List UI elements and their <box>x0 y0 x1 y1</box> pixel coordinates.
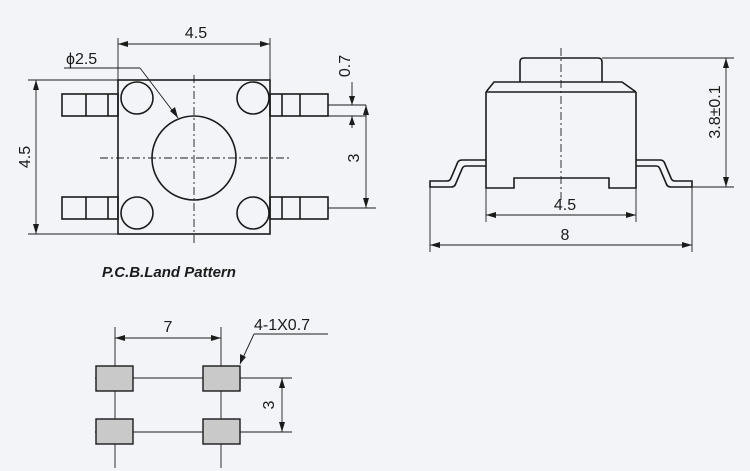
side-body <box>485 92 637 189</box>
dim-top-width: 4.5 <box>117 25 271 80</box>
dim-lead-pitch-label: 3 <box>346 153 363 162</box>
dim-pcb-pad-spec-label: 4-1X0.7 <box>254 317 310 334</box>
dim-top-width-label: 4.5 <box>185 25 207 42</box>
lead-right-bottom <box>269 196 329 220</box>
corner-post-bl <box>120 196 154 230</box>
dim-pcb-pitch-x-label: 7 <box>164 319 173 336</box>
dim-lead-width-label: 0.7 <box>337 55 354 77</box>
dim-dome-diameter: ϕ2.5 <box>64 51 179 119</box>
corner-post-tr <box>236 81 270 115</box>
side-lead-right <box>636 159 693 188</box>
dim-lead-width: 0.7 <box>328 55 366 128</box>
dim-side-overall-width-label: 8 <box>561 227 570 244</box>
pcb-land-pattern: 7 4-1X0.7 3 <box>95 317 328 468</box>
side-view: 3.8±0.1 4.5 8 <box>429 48 734 252</box>
pcb-pad-tl <box>95 365 134 392</box>
dim-side-body-width: 4.5 <box>485 188 637 222</box>
pcb-pad-tr <box>202 365 241 392</box>
dim-side-overall-width: 8 <box>429 187 693 252</box>
lead-left-bottom <box>61 196 119 220</box>
pcb-land-pattern-caption: P.C.B.Land Pattern <box>102 264 236 281</box>
side-actuator <box>519 57 603 82</box>
pcb-pad-br <box>202 418 241 445</box>
dim-side-body-width-label: 4.5 <box>554 197 576 214</box>
dim-pcb-pitch-y-label: 3 <box>261 400 278 409</box>
dim-pcb-pitch-x: 7 <box>115 319 221 341</box>
dim-pcb-pitch-y: 3 <box>261 378 285 432</box>
lead-right-top <box>269 93 329 117</box>
dim-side-height-label: 3.8±0.1 <box>707 85 724 138</box>
dim-dome-diameter-label: ϕ2.5 <box>66 51 97 68</box>
dim-top-height-label: 4.5 <box>17 146 34 168</box>
dim-lead-pitch: 3 <box>328 105 376 209</box>
dim-side-height: 3.8±0.1 <box>602 57 734 188</box>
corner-post-tl <box>120 81 154 115</box>
side-lead-left <box>429 159 486 188</box>
side-shoulder <box>485 81 637 93</box>
pcb-pad-bl <box>95 418 134 445</box>
lead-left-top <box>61 93 119 117</box>
dim-pcb-pad-spec: 4-1X0.7 <box>239 317 328 365</box>
top-view: 4.5 4.5 ϕ2.5 0.7 <box>17 25 376 281</box>
corner-post-br <box>236 196 270 230</box>
dim-top-height: 4.5 <box>17 79 118 235</box>
